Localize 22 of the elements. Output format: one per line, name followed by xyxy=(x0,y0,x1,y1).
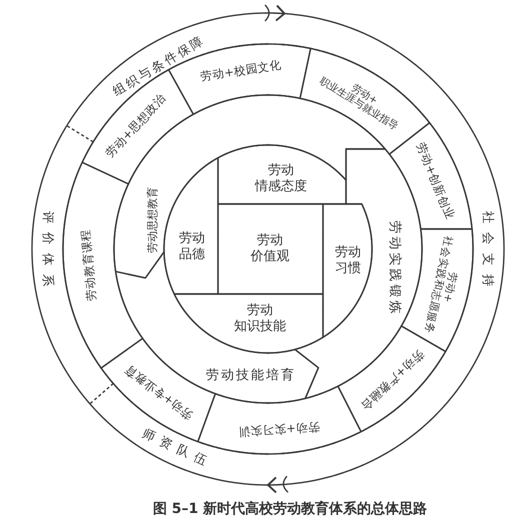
chevron-arrow xyxy=(268,4,286,22)
inner-ring-label: 劳动技能培育 xyxy=(206,368,296,384)
chevron-arrow xyxy=(267,476,284,494)
outer-ring-label: 评价体系 xyxy=(40,211,56,295)
middle-ring-label: 劳动教育课程 xyxy=(78,229,99,302)
middle-ring-label: 劳动+职业生涯与就业指导 xyxy=(317,74,401,133)
middle-ring-label: 劳动+社会实践和志愿服务 xyxy=(422,234,460,336)
figure-caption: 图 5–1 新时代高校劳动教育体系的总体思路 xyxy=(152,500,428,518)
outer-ring-label: 社会支持 xyxy=(480,211,496,295)
section-label: 劳动习惯 xyxy=(335,244,361,278)
middle-ring-label: 劳动+产教融合 xyxy=(358,346,426,412)
middle-ring-label: 劳动+实习实训 xyxy=(238,420,320,438)
inner-ring-label: 劳动思想教育 xyxy=(146,187,159,253)
outer-ring-label: 师资队伍 xyxy=(140,426,216,472)
middle-ring-label: 劳动+创新创业 xyxy=(413,140,456,222)
section-label: 劳动价值观 xyxy=(250,232,290,266)
middle-ring-label: 劳动+专业教育 xyxy=(122,362,196,422)
section-label: 劳动品德 xyxy=(179,230,205,264)
middle-ring-label: 劳动+校园文化 xyxy=(200,58,283,84)
inner-ring-label: 劳动实践锻炼 xyxy=(386,220,402,316)
section-label: 劳动情感态度 xyxy=(255,162,307,196)
section-label: 劳动知识技能 xyxy=(234,302,286,336)
